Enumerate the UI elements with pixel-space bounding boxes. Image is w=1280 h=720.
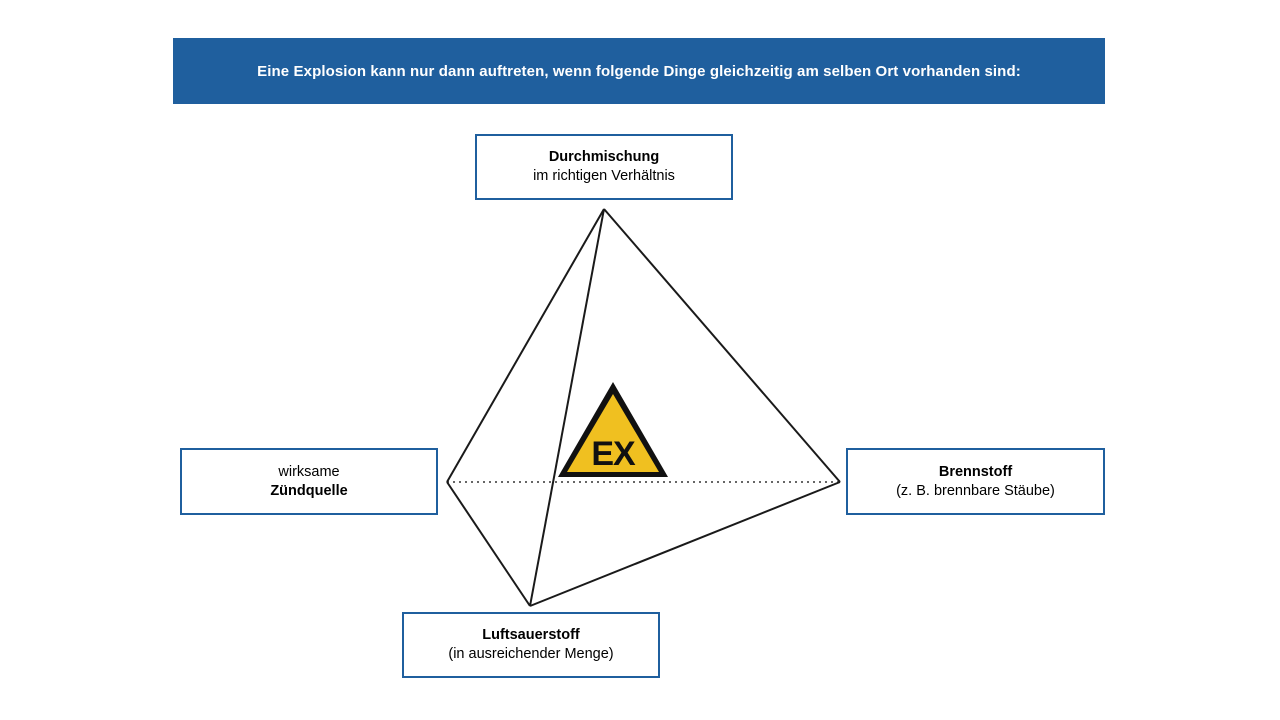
box-brennstoff-subtitle: (z. B. brennbare Stäube) [896, 482, 1055, 499]
box-zuendquelle-title: Zündquelle [270, 482, 348, 499]
box-durchmischung-title: Durchmischung [548, 149, 660, 165]
box-brennstoff: Brennstoff (z. B. brennbare Stäube) [846, 448, 1105, 515]
tetrahedron-edge-left-bottom [446, 481, 531, 607]
box-durchmischung: Durchmischung im richtigen Verhältnis [475, 134, 733, 200]
box-durchmischung-subtitle: im richtigen Verhältnis [533, 168, 675, 184]
ex-warning-sign-icon: EX [558, 382, 668, 477]
box-luftsauerstoff: Luftsauerstoff (in ausreichender Menge) [402, 612, 660, 678]
tetrahedron-edge-top-right [603, 208, 841, 483]
tetrahedron-edge-bottom-right [529, 481, 841, 607]
ex-warning-label: EX [591, 435, 636, 473]
header-banner: Eine Explosion kann nur dann auftreten, … [173, 38, 1105, 104]
box-luftsauerstoff-subtitle: (in ausreichender Menge) [448, 646, 614, 662]
box-zuendquelle: wirksame Zündquelle [180, 448, 438, 515]
tetrahedron-edge-top-bottom [529, 208, 605, 607]
box-luftsauerstoff-title: Luftsauerstoff [482, 627, 580, 643]
header-text: Eine Explosion kann nur dann auftreten, … [257, 62, 1021, 80]
box-zuendquelle-prefix: wirksame [278, 463, 340, 480]
tetrahedron-edge-top-left [446, 208, 605, 483]
box-brennstoff-title: Brennstoff [938, 463, 1013, 480]
